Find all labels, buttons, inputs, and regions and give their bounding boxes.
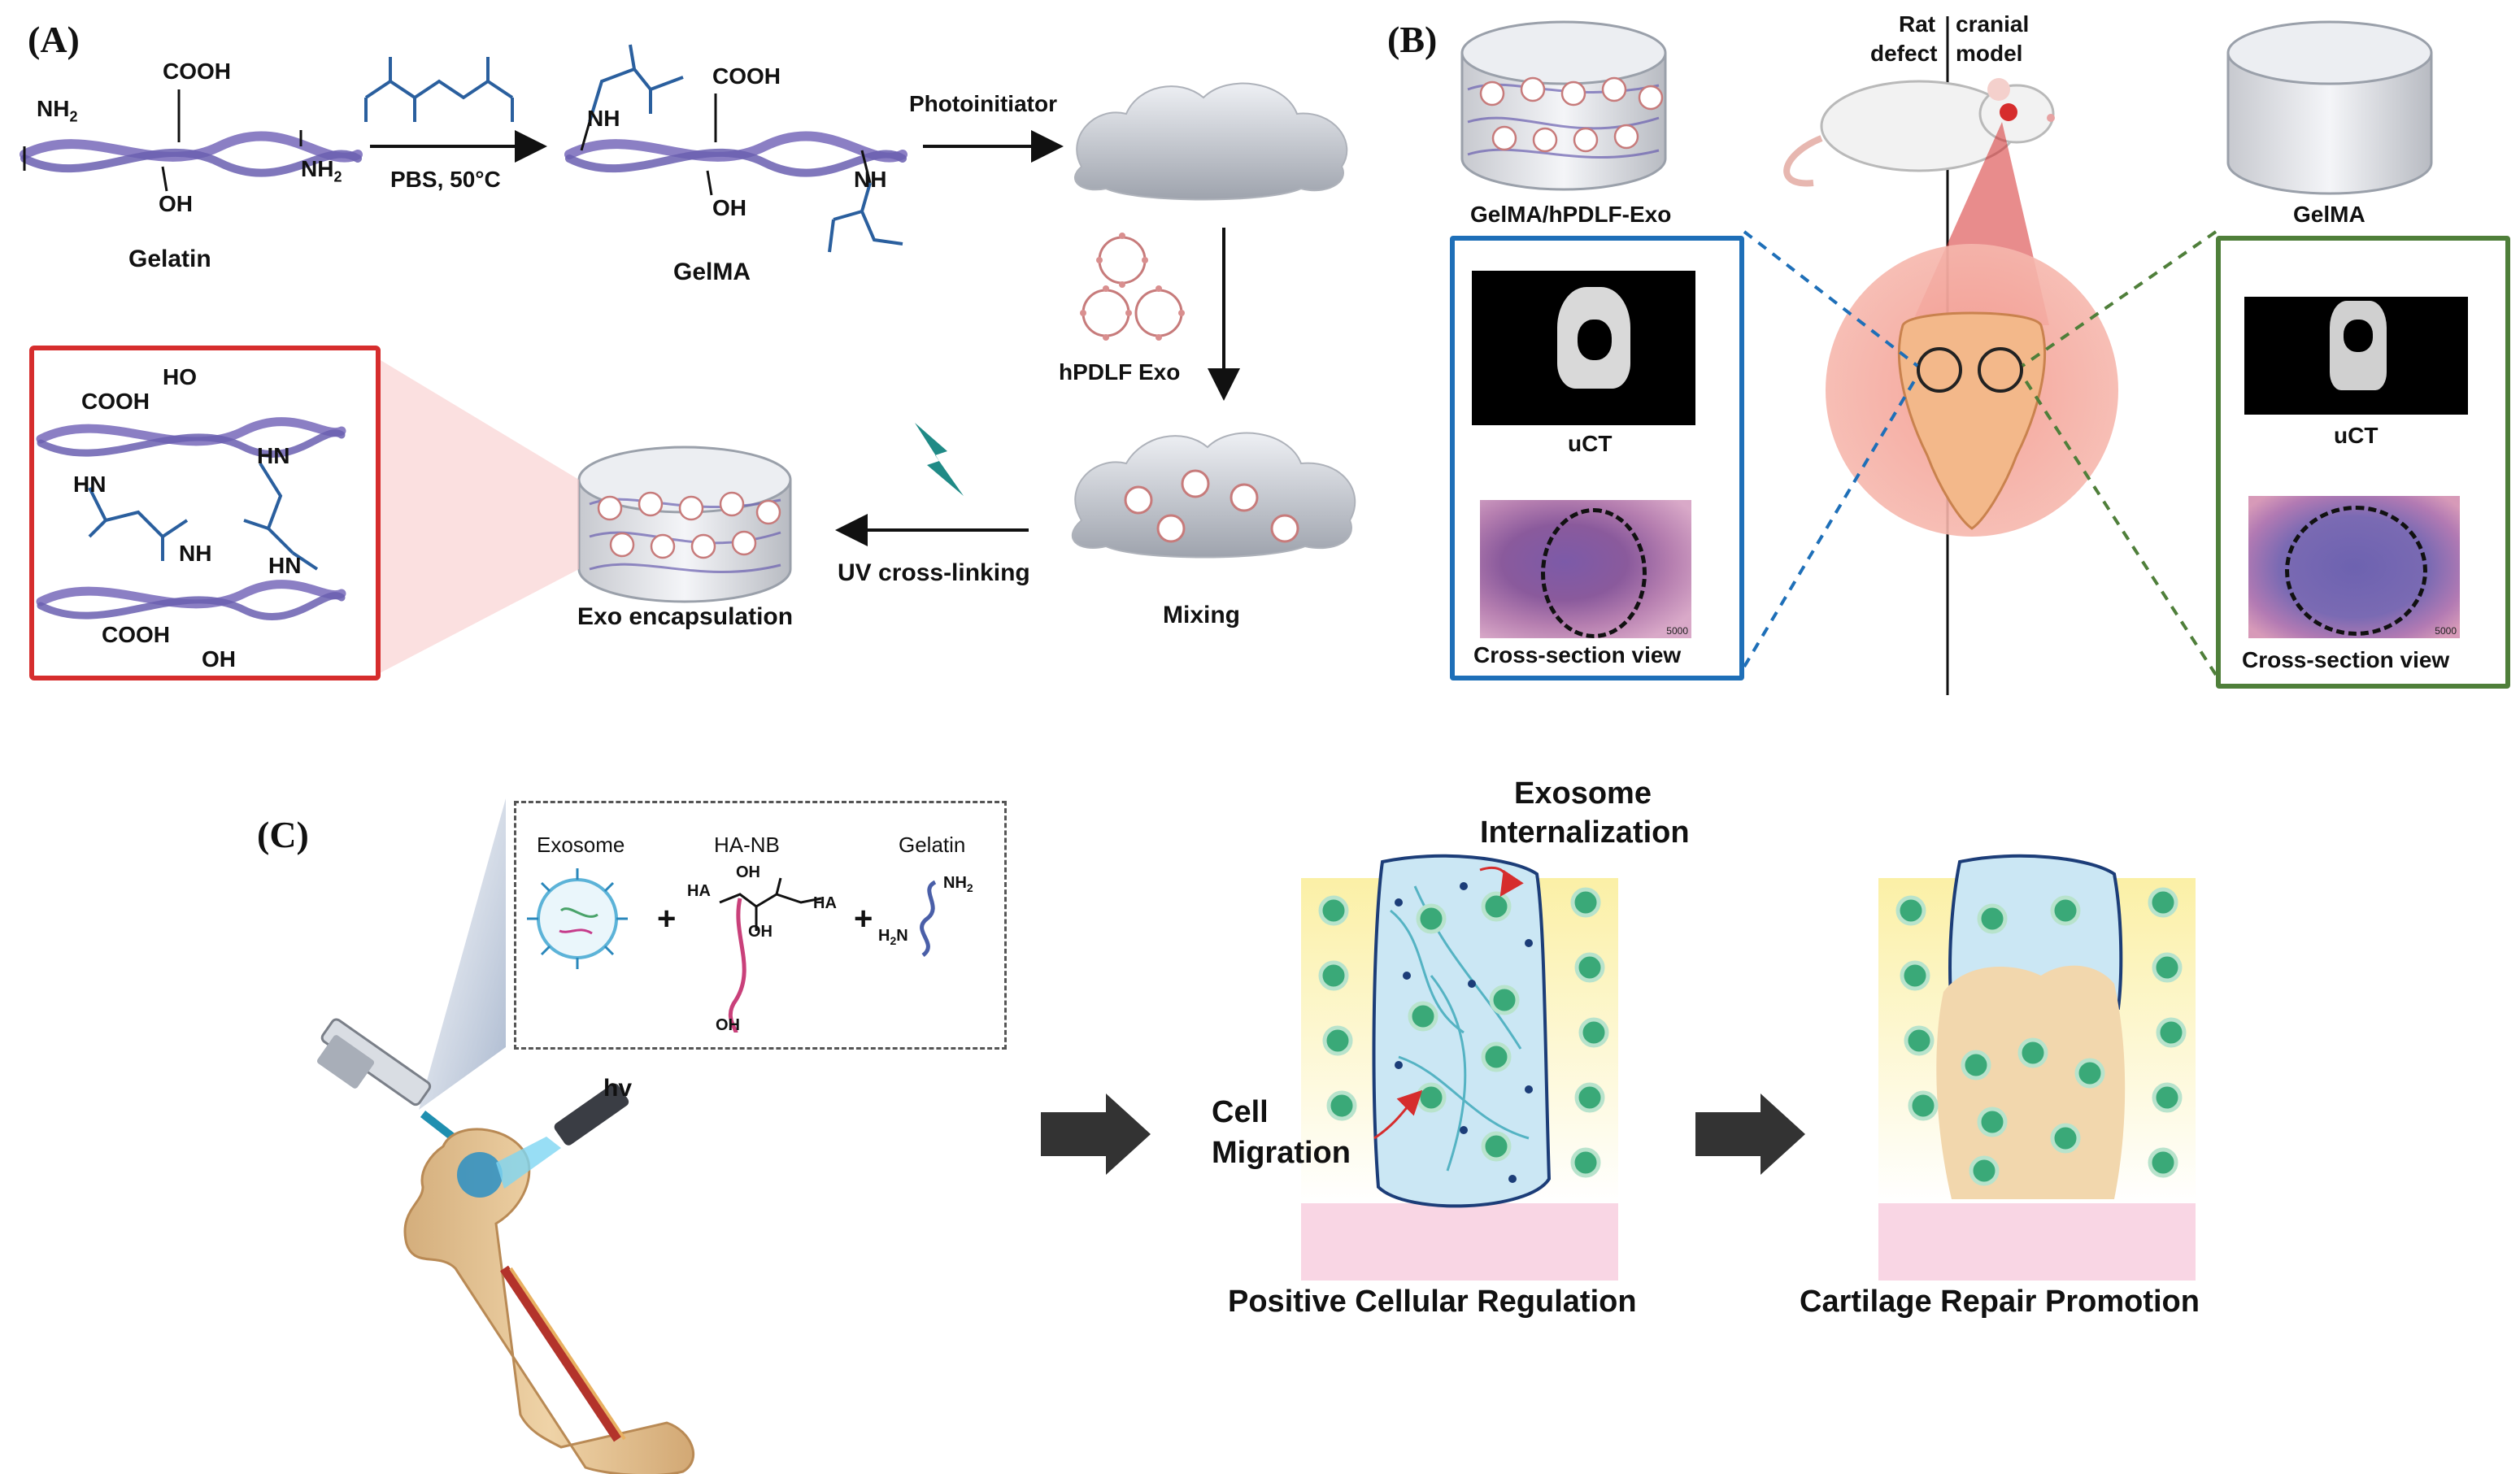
oh-label: OH — [159, 191, 193, 216]
gelatin-strand — [920, 880, 937, 957]
arrow-1 — [1041, 1094, 1151, 1175]
components-box — [514, 801, 1007, 1050]
nh2-label: NH2 — [37, 96, 78, 125]
nh2-label-c: NH2 — [943, 874, 973, 894]
femur-bone — [403, 1128, 694, 1474]
cooh-label-gelma: COOH — [712, 63, 781, 89]
mixing-label: Mixing — [1163, 602, 1240, 628]
gelma-hpdlf-exo-scaffold — [1460, 20, 1667, 191]
ho-red: HO — [163, 364, 197, 389]
hv-label: hv — [603, 1075, 633, 1102]
ha-nb-label: HA-NB — [714, 833, 780, 857]
rat-skull — [1897, 311, 2047, 530]
hpdlf-exo-label: hPDLF Exo — [1059, 359, 1181, 385]
uv-lightning-icon — [915, 423, 964, 496]
exosome-internalization-label-2: Internalization — [1480, 815, 1690, 850]
nh-label: NH — [587, 106, 620, 131]
ha-label-2: HA — [813, 894, 837, 912]
gelma-right-label: GelMA — [2293, 202, 2365, 227]
uv-crosslinking-label: UV cross-linking — [838, 559, 1030, 586]
h2n-label-c: H2NHN — [878, 927, 908, 947]
plus-2: + — [854, 901, 873, 937]
gelatin-chain — [20, 131, 363, 177]
hn-red-2: HN — [257, 443, 290, 468]
reaction-condition-label: PBS, 50°C — [390, 167, 501, 192]
uct-left-label: uCT — [1568, 431, 1613, 456]
histology-right-image: 5000 — [2248, 496, 2460, 638]
arrow-2 — [1695, 1094, 1805, 1175]
cell-migration-label-1: Cell — [1212, 1095, 1269, 1129]
exosome-internalization-label-1: Exosome — [1514, 776, 1652, 811]
cooh-red-top: COOH — [81, 389, 150, 414]
uct-left-image — [1472, 271, 1695, 425]
cell-migration-label-2: Migration — [1212, 1136, 1351, 1170]
gelatin-c-label: Gelatin — [899, 833, 966, 857]
uct-right-label: uCT — [2334, 423, 2379, 448]
model-label: model — [1956, 41, 2023, 66]
hn-red-1: HN — [73, 472, 107, 497]
oh-label-gelma: OH — [712, 195, 746, 220]
gel-cloud-top — [1073, 82, 1348, 201]
gelma-chain — [564, 131, 907, 177]
panel-a-label: (A) — [28, 19, 80, 60]
crosslink-detail-box — [29, 346, 381, 680]
exosome-label: Exosome — [537, 833, 625, 857]
methacrylic-anhydride — [364, 57, 514, 122]
positive-cellular-regulation-block — [1301, 854, 1618, 1281]
uct-right-image — [2244, 297, 2468, 415]
gel-cloud-mixing — [1071, 432, 1356, 559]
gelatin-label: Gelatin — [128, 246, 211, 272]
oh-label-c1: OH — [736, 863, 760, 881]
exosome-icon — [527, 868, 628, 969]
oh-red-bottom: OH — [202, 646, 236, 672]
hpdlf-exo-cluster — [1082, 236, 1183, 337]
rat-label: Rat — [1899, 11, 1936, 37]
gelma-label: GelMA — [673, 259, 751, 285]
panel-b-label: (B) — [1387, 19, 1438, 60]
scale-right-label: 5000 — [2435, 625, 2457, 637]
cross-section-left-label: Cross-section view — [1473, 642, 1682, 667]
exo-encapsulation-label: Exo encapsulation — [577, 603, 794, 630]
cooh-red-bottom: COOH — [102, 622, 170, 647]
oh-label-c3: OH — [716, 1016, 740, 1034]
cross-section-right-label: Cross-section view — [2242, 647, 2450, 672]
exo-encapsulation-cylinder — [577, 446, 792, 603]
uv-lamp-icon — [496, 1083, 629, 1189]
cranial-label: cranial — [1956, 11, 2030, 37]
positive-cellular-regulation-label: Positive Cellular Regulation — [1228, 1285, 1637, 1319]
scale-left-label: 5000 — [1666, 625, 1688, 637]
rat-illustration — [1783, 78, 2055, 187]
photoinitiator-label: Photoinitiator — [909, 91, 1057, 116]
hn-red-3: HN — [268, 553, 302, 578]
ha-nb-structure — [719, 877, 822, 931]
panel-c-label: (C) — [257, 814, 309, 855]
gelma-scaffold — [2226, 20, 2433, 195]
ha-label-1: HA — [687, 882, 711, 900]
nh2-label-2: NH2 — [301, 156, 342, 185]
gelma-hpdlf-exo-label: GelMA/hPDLF-Exo — [1470, 202, 1672, 227]
cartilage-repair-block — [1878, 854, 2196, 1281]
oh-label-c2: OH — [748, 923, 773, 941]
nh-label-2: NH — [854, 167, 887, 192]
cooh-label: COOH — [163, 59, 231, 84]
cartilage-repair-label: Cartilage Repair Promotion — [1800, 1285, 2200, 1319]
histology-left-image: 5000 — [1480, 500, 1691, 638]
defect-label: defect — [1870, 41, 1938, 66]
plus-1: + — [657, 901, 677, 937]
nh-red: NH — [179, 541, 212, 566]
